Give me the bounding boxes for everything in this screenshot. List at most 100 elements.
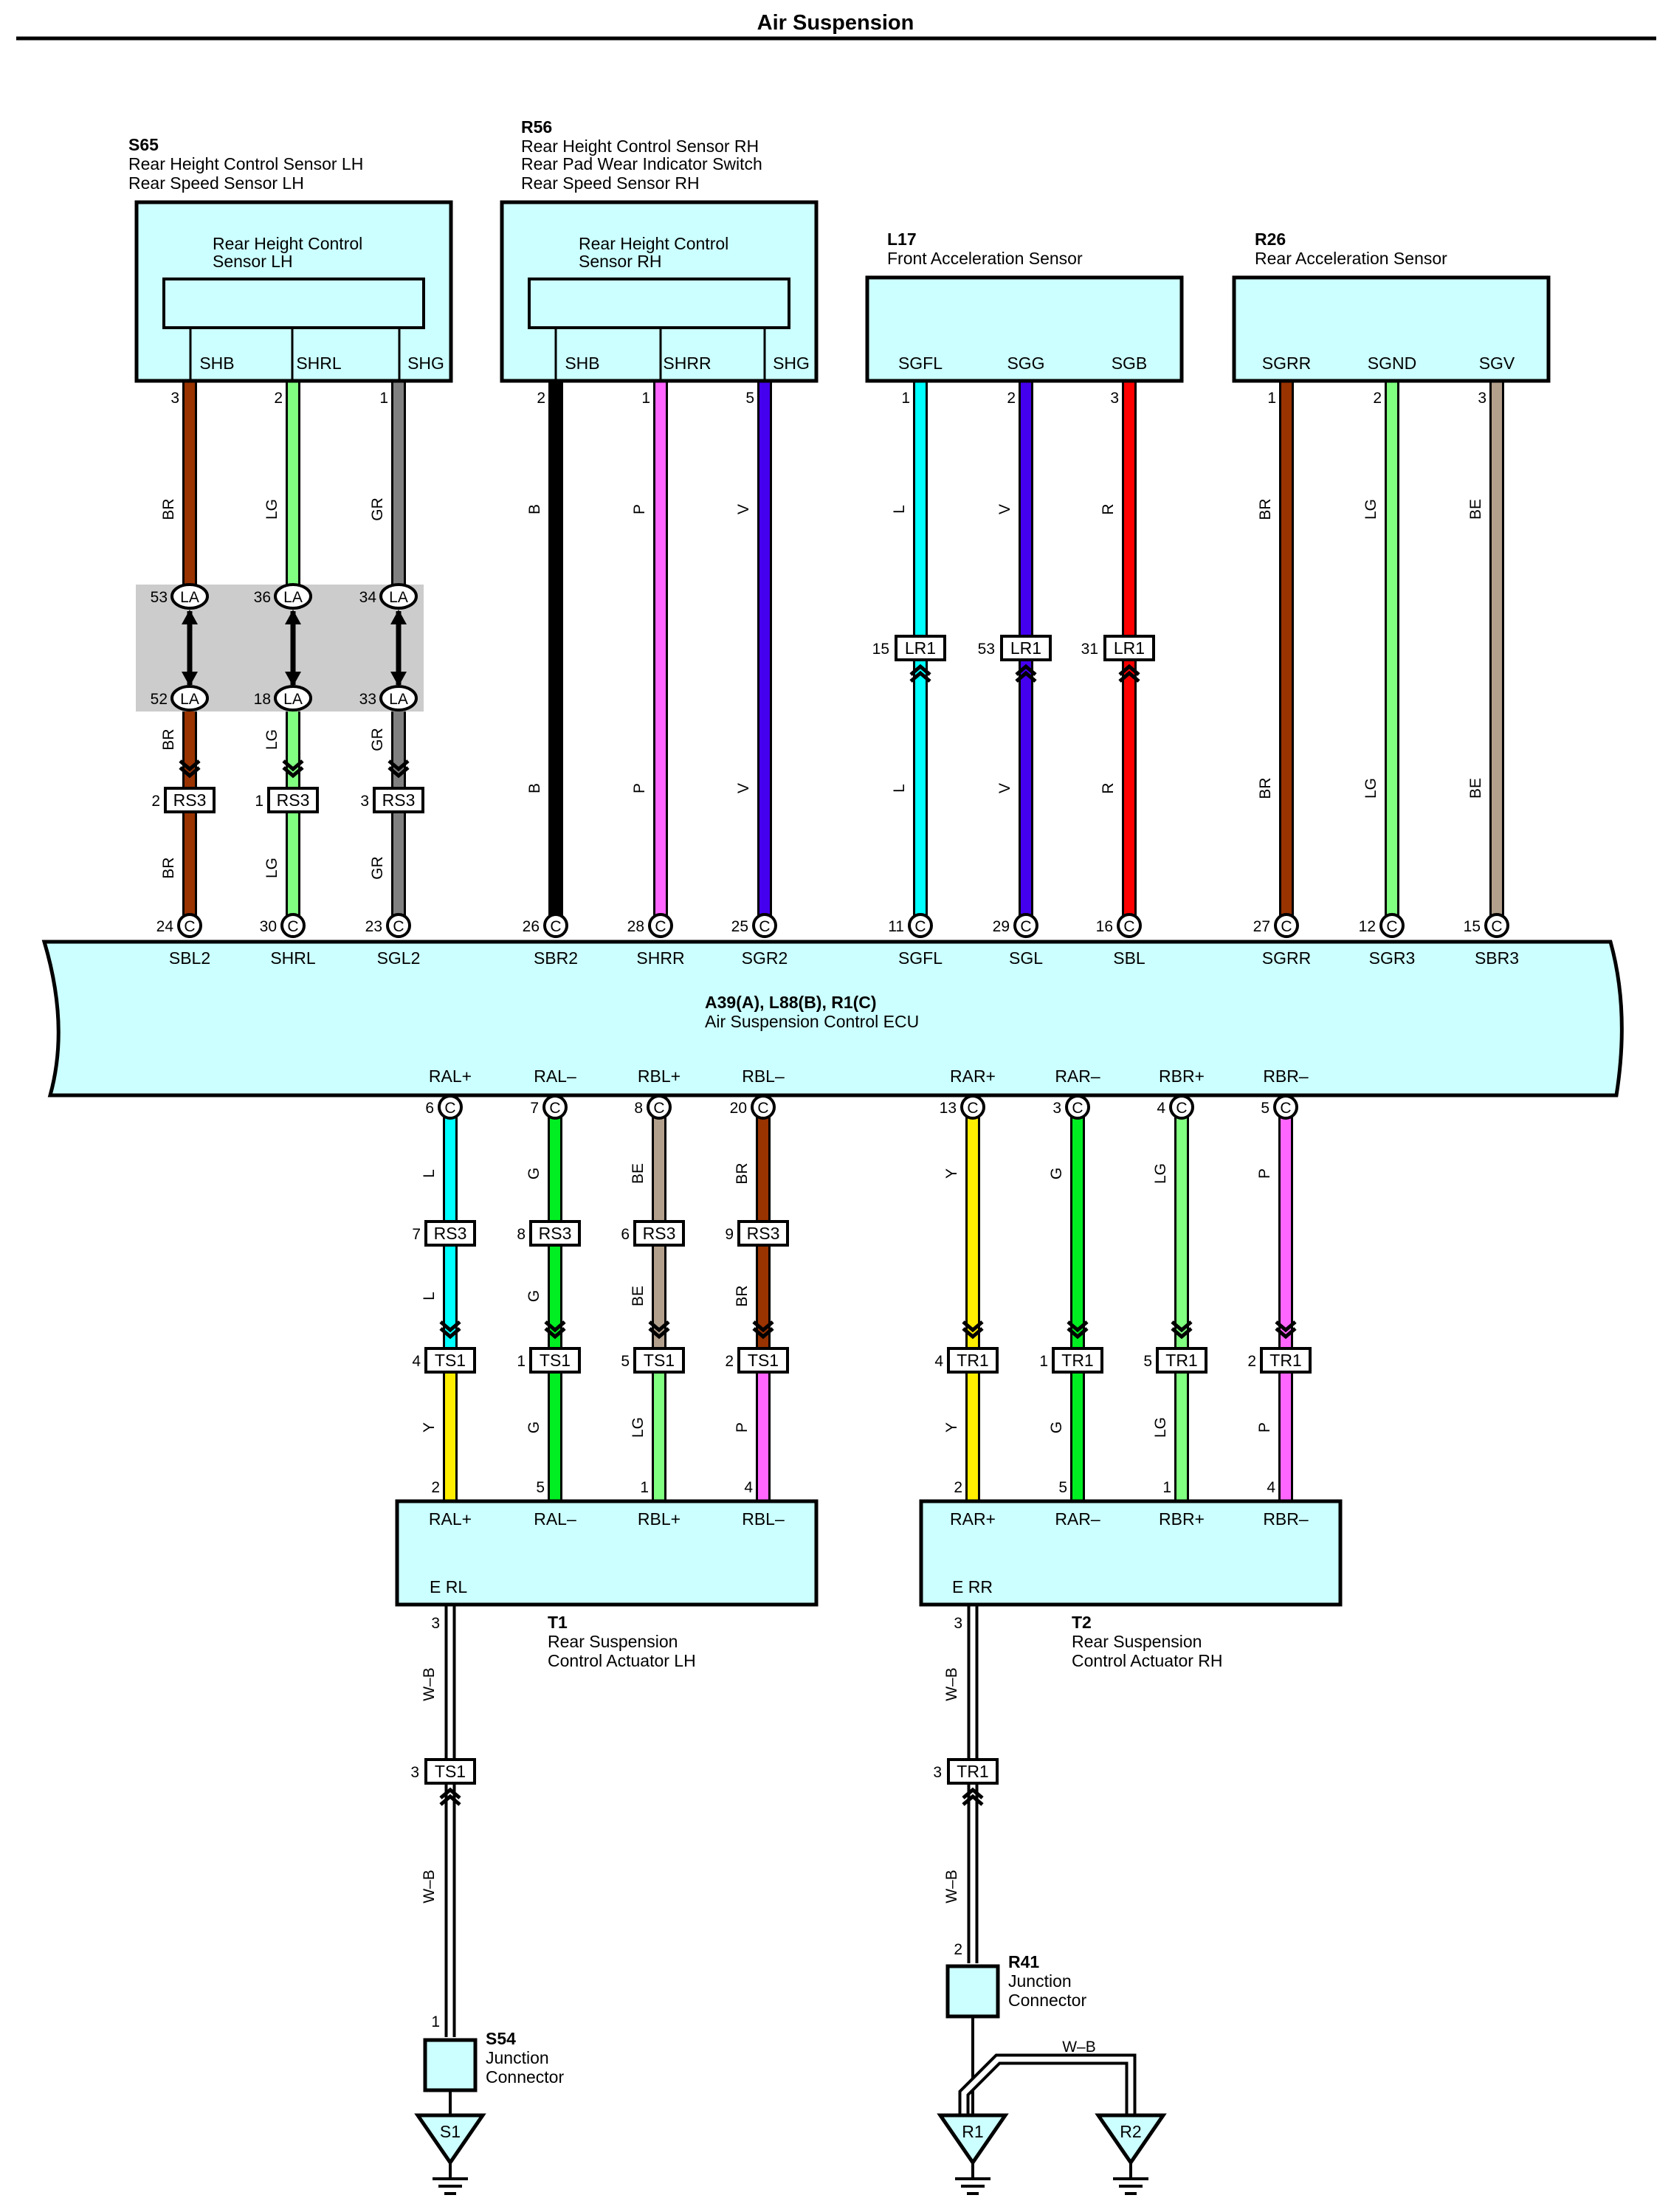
upper-wire-0-la-top-label: LA (180, 589, 199, 606)
r56-pin-label: SHRR (663, 354, 711, 373)
lower-wire-4-conn-tag-box (947, 1347, 999, 1374)
upper-wire-7-color-label: V (996, 504, 1013, 514)
upper-wire-7-color-label-2: V (996, 783, 1013, 793)
upper-wire-2-la-bottom-pin: 33 (359, 691, 376, 708)
right-ground-tr1-pin: 3 (933, 1764, 942, 1781)
upper-wire-2-la-top-oval (379, 583, 418, 610)
lower-wire-5-ecu-c-label: C (1072, 1100, 1083, 1117)
upper-wire-11-ecu-pin: 15 (1464, 918, 1481, 935)
lower-wire-2-act-pin: 1 (640, 1479, 649, 1496)
upper-wire-2-la-bottom-label: LA (389, 691, 408, 708)
ground-2-triangle (1095, 2113, 1167, 2166)
upper-wire-11-ecu-c-label: C (1491, 918, 1502, 935)
upper-wire-0-color-label-2: BR (160, 728, 177, 750)
lower-wire-0-conn-chevron (439, 1320, 461, 1333)
lower-wire-0-conn-tag-box (424, 1347, 476, 1374)
lower-wire-2-ecu-c-label: C (653, 1100, 664, 1117)
upper-wire-7-lr1-tag-label: LR1 (1010, 638, 1041, 658)
lower-wire-7-conn-chevron (1275, 1320, 1297, 1333)
upper-wire-7-ecu-pin: 29 (993, 918, 1010, 935)
upper-wire-0-la-bottom-pin: 52 (151, 691, 168, 708)
upper-wire-6-ecu-c-label: C (914, 918, 926, 935)
lower-wire-1-color-bottom: G (526, 1422, 542, 1433)
ground-0-triangle (414, 2113, 486, 2166)
upper-wire-7-lr1-tag-box (1000, 635, 1052, 661)
r56-name: Rear Pad Wear Indicator Switch (521, 154, 762, 173)
lower-wire-5-conn-chevron (1067, 1320, 1089, 1333)
lower-wire-5-color-bottom: G (1048, 1422, 1065, 1433)
lower-wire-3-conn-tag-box (737, 1347, 789, 1374)
lower-wire-1-ecu-c-circle (542, 1095, 568, 1120)
r26-pin-label: SGRR (1262, 354, 1311, 373)
lower-wire-5-conn-tag-box (1052, 1347, 1103, 1374)
upper-wire-0-color-label-3: BR (160, 857, 177, 878)
upper-wire-1-ecu-pin: 30 (260, 918, 277, 935)
t2-pin-label: RBR– (1263, 1509, 1309, 1529)
lower-wire-3-conn-chevron (752, 1320, 774, 1333)
lower-wire-4-color-top: Y (943, 1168, 960, 1179)
lower-wire-2-ecu-pin: 8 (634, 1100, 643, 1117)
t1-ref: T1 (548, 1613, 568, 1632)
r56-inner-title: Rear Height Control (579, 234, 728, 253)
s65-inner-box (162, 278, 425, 329)
ecu-top-pin-name: SHRR (636, 948, 684, 968)
upper-wire-6-lr1-tag-label: LR1 (905, 638, 936, 658)
lower-wire-2-rs3-pin: 6 (621, 1226, 630, 1243)
right-ground-tr1-tag-label: TR1 (957, 1762, 988, 1781)
upper-wire-8-sensor-pin: 3 (1110, 390, 1119, 407)
upper-wire-6-lr1-pin: 15 (872, 641, 889, 658)
lower-wire-1-conn-tag-label: TS1 (540, 1351, 571, 1370)
lower-wire-6-ecu-pin: 4 (1157, 1100, 1165, 1117)
upper-wire-9-ecu-pin: 27 (1253, 918, 1270, 935)
lower-wire-0-ecu-c-label: C (444, 1100, 455, 1117)
left-ground-ts1-pin: 3 (410, 1764, 419, 1781)
t1-pin-label: RBL+ (638, 1509, 681, 1529)
upper-wire-4-color-label-2: P (631, 783, 648, 793)
t2-ground-label: E RR (952, 1577, 993, 1596)
r26-box (1232, 275, 1551, 383)
upper-wire-9-ecu-c-label: C (1281, 918, 1292, 935)
upper-wire-6-lr1-chevron (909, 670, 931, 683)
ground-0-label: S1 (440, 2122, 461, 2141)
upper-wire-7-lr1-chevron (1015, 670, 1037, 683)
lower-wire-0-conn-chevron (439, 1327, 461, 1340)
left-ground-color-2: W–B (421, 1870, 438, 1903)
branch-wire-fill (961, 2056, 1134, 2115)
upper-wire-2-la-top-label: LA (389, 589, 408, 606)
s65-inner-title: Sensor LH (213, 252, 293, 271)
upper-wire-8-lr1-tag-box (1103, 635, 1155, 661)
upper-wire-9-color-label: BR (1257, 498, 1274, 520)
lower-wire-7-color-top: P (1256, 1168, 1273, 1179)
lower-wire-2-color-top-2: BE (630, 1286, 647, 1306)
lower-wire-1-ecu-c-label: C (549, 1100, 560, 1117)
l17-ref: L17 (887, 230, 917, 249)
lower-wire-1-act-pin: 5 (536, 1479, 545, 1496)
lower-wire-0-color-top-2: L (421, 1292, 438, 1300)
right-ground-tr1-chevron (962, 1794, 984, 1806)
s65-name: Rear Height Control Sensor LH (128, 154, 363, 173)
upper-wire-6-ecu-pin: 11 (888, 918, 904, 935)
lower-wire-2-conn-chevron (648, 1327, 670, 1340)
upper-wire-8-color-label-2: R (1100, 782, 1117, 793)
lower-wire-0-act-pin: 2 (431, 1479, 440, 1496)
lower-wire-0-rs3-tag-label: RS3 (434, 1224, 467, 1243)
upper-wire-8-lr1-pin: 31 (1081, 641, 1098, 658)
lower-wire-1-color-top: G (526, 1168, 542, 1179)
upper-wire-8-lr1-tag-label: LR1 (1114, 638, 1145, 658)
upper-wire-1-ecu-c-label: C (287, 918, 298, 935)
upper-wire-2-ecu-pin: 23 (365, 918, 382, 935)
upper-wire-1-color-label-3: LG (263, 858, 280, 878)
r56-pin-label: SHB (565, 354, 599, 373)
upper-wire-1-color-label: LG (263, 499, 280, 520)
lower-wire-7-ecu-pin: 5 (1261, 1100, 1269, 1117)
s54-ref: S54 (486, 2029, 516, 2048)
upper-wire-0-ecu-c-label: C (184, 918, 195, 935)
r56-inner-box (528, 278, 790, 329)
upper-wire-0-la-top-pin: 53 (151, 589, 168, 606)
upper-wire-5-ecu-c-label: C (759, 918, 770, 935)
upper-wire-10-ecu-pin: 12 (1359, 918, 1376, 935)
upper-wire-0-arrow-down (182, 672, 198, 686)
upper-wire-10-color-label: LG (1362, 499, 1379, 520)
upper-wire-3-ecu-c-label: C (550, 918, 561, 935)
upper-wire-1-arrow-down (285, 672, 301, 686)
